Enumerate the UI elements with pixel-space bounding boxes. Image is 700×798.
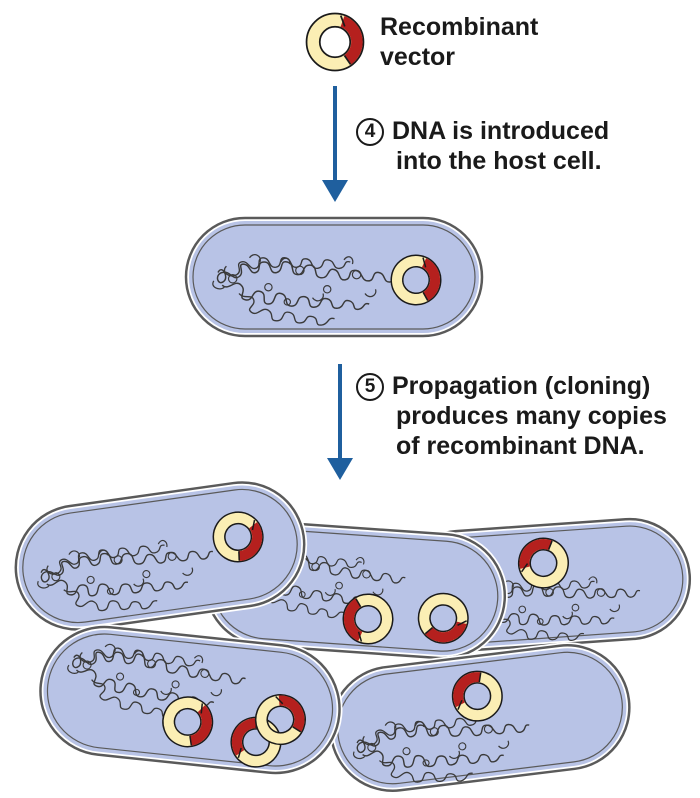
vector-label-line2: vector <box>380 43 456 71</box>
recombinant-vector-label: Recombinant vector <box>380 12 538 72</box>
arrow-step-5 <box>327 364 353 480</box>
step-4-label: 4 DNA is introduced into the host cell. <box>356 116 609 176</box>
host-cell <box>183 215 485 339</box>
clone-cell <box>327 642 633 795</box>
step-5-label: 5 Propagation (cloning) produces many cop… <box>356 371 667 461</box>
clone-cell <box>12 479 308 633</box>
clone-cell <box>37 624 343 780</box>
step-5-line1: Propagation (cloning) <box>392 372 651 400</box>
recombinant-vector-plasmid <box>313 16 357 65</box>
step-5-number: 5 <box>356 373 384 401</box>
step-5-line3: of recombinant DNA. <box>396 432 645 460</box>
step-4-number: 4 <box>356 118 384 146</box>
arrow-step-4 <box>322 86 348 202</box>
vector-label-line1: Recombinant <box>380 13 539 41</box>
step-5-line2: produces many copies <box>396 402 667 430</box>
step-4-line1: DNA is introduced <box>392 117 610 145</box>
step-4-line2: into the host cell. <box>396 147 602 175</box>
